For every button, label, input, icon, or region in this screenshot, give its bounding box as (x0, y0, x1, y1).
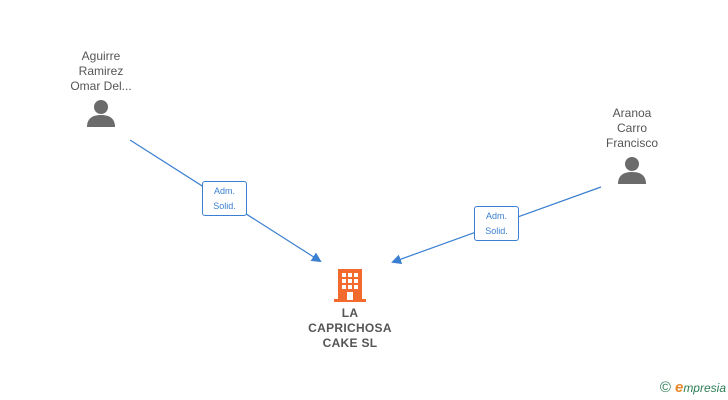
person-icon (87, 100, 115, 127)
building-icon (334, 269, 366, 302)
company-name-line: LA (341, 306, 359, 320)
copyright-icon: © (659, 379, 671, 396)
role-label-line: Adm. (485, 211, 507, 221)
brand-watermark: © e mpresia (660, 379, 726, 396)
company-name-line: CAKE SL (322, 336, 378, 350)
person-name-line: Aguirre (81, 49, 121, 63)
role-label-line: Solid. (213, 201, 236, 211)
role-label-line: Solid. (485, 226, 508, 236)
role-label-line: Adm. (213, 186, 235, 196)
person-node-aranoa[interactable]: Aranoa Carro Francisco (586, 106, 678, 185)
person-node-aguirre[interactable]: Aguirre Ramirez Omar Del... (55, 49, 147, 128)
person-name-line: Ramirez (78, 64, 124, 78)
person-name-line: Omar Del... (70, 79, 132, 93)
edge-label-role-person1[interactable]: Adm. Solid. (202, 181, 247, 216)
person-name-line: Aranoa (612, 106, 652, 120)
person-name-line: Carro (616, 121, 647, 135)
edge-label-role-person2[interactable]: Adm. Solid. (474, 206, 519, 241)
person-icon (618, 157, 646, 184)
company-node[interactable]: LA CAPRICHOSA CAKE SL (290, 268, 410, 351)
brand-logo-text: mpresia (683, 380, 726, 395)
company-name-line: CAPRICHOSA (308, 321, 392, 335)
person-name-line: Francisco (605, 136, 658, 150)
brand-logo-initial: e (674, 379, 684, 396)
